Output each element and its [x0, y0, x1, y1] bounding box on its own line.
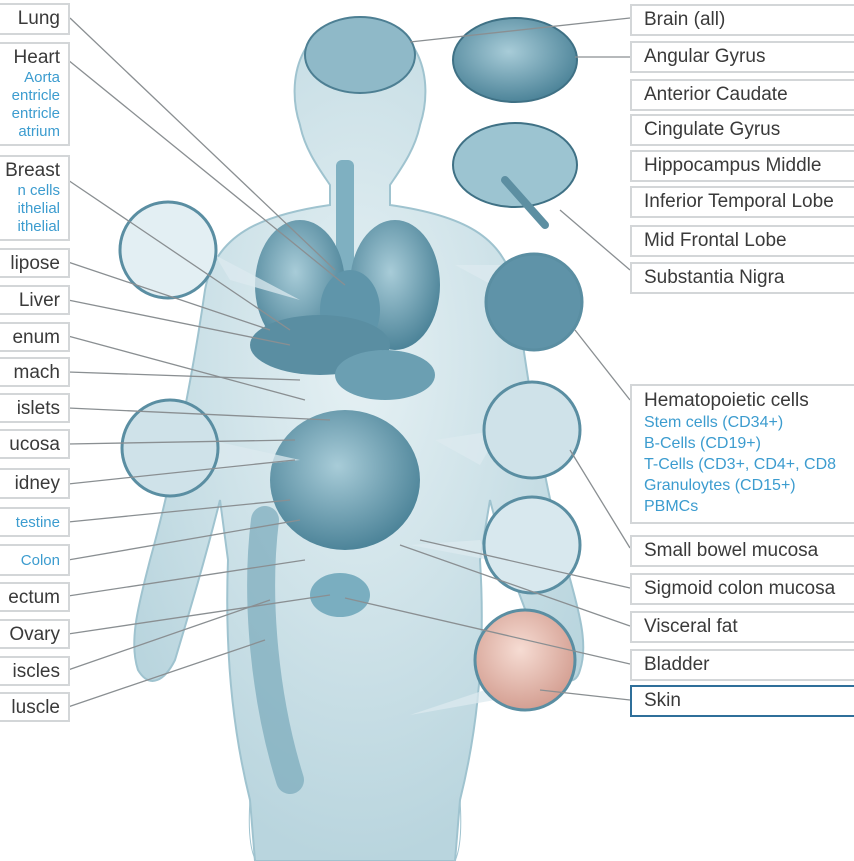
label-text: enum [0, 327, 60, 349]
label-text: Hematopoietic cells [644, 390, 854, 412]
label-sub: B-Cells (CD19+) [644, 433, 854, 454]
label-kidney[interactable]: idney [0, 468, 70, 499]
label-sub: entricle [0, 105, 60, 123]
label-text: Inferior Temporal Lobe [644, 191, 854, 213]
label-text: idney [0, 473, 60, 495]
label-text: Brain (all) [644, 9, 854, 31]
label-text: Ovary [0, 624, 60, 646]
label-text: Breast [0, 160, 60, 182]
label-sub: ithelial [0, 218, 60, 236]
label-inferior-temporal-lobe[interactable]: Inferior Temporal Lobe [630, 186, 854, 218]
label-breast[interactable]: Breast n cells ithelial ithelial [0, 155, 70, 241]
label-text: Colon [0, 552, 60, 570]
label-bladder[interactable]: Bladder [630, 649, 854, 681]
label-text: testine [0, 514, 60, 532]
label-hippocampus-middle[interactable]: Hippocampus Middle [630, 150, 854, 182]
label-text: Cingulate Gyrus [644, 119, 854, 141]
label-text: lipose [0, 253, 60, 275]
label-sub: Granuloytes (CD15+) [644, 475, 854, 496]
label-text: Bladder [644, 654, 854, 676]
label-text: Heart [0, 47, 60, 69]
label-small-bowel-mucosa[interactable]: Small bowel mucosa [630, 535, 854, 567]
colon-tissue-icon [484, 497, 580, 593]
label-text: Liver [0, 290, 60, 312]
label-adipose[interactable]: lipose [0, 248, 70, 278]
label-text: ectum [0, 587, 60, 609]
label-text: Substantia Nigra [644, 267, 854, 289]
label-angular-gyrus[interactable]: Angular Gyrus [630, 41, 854, 73]
label-ovary[interactable]: Ovary [0, 619, 70, 649]
skin-tissue-icon [475, 610, 575, 710]
label-sub: n cells [0, 182, 60, 200]
breast-tissue-icon [120, 202, 216, 298]
label-lung[interactable]: Lung [0, 3, 70, 35]
label-muscles[interactable]: iscles [0, 656, 70, 686]
label-skin[interactable]: Skin [630, 685, 854, 717]
label-muscle[interactable]: luscle [0, 692, 70, 722]
label-text: Lung [0, 8, 60, 30]
label-substantia-nigra[interactable]: Substantia Nigra [630, 262, 854, 294]
label-text: Sigmoid colon mucosa [644, 578, 854, 600]
brain-illustrations [453, 18, 577, 225]
label-text: Visceral fat [644, 616, 854, 638]
head-brain-icon [305, 17, 415, 93]
label-text: Skin [644, 690, 854, 712]
label-mucosa[interactable]: ucosa [0, 429, 70, 459]
label-text: ucosa [0, 434, 60, 456]
label-anterior-caudate[interactable]: Anterior Caudate [630, 79, 854, 111]
label-liver[interactable]: Liver [0, 285, 70, 315]
label-text: Anterior Caudate [644, 84, 854, 106]
label-islets[interactable]: islets [0, 393, 70, 423]
label-text: Small bowel mucosa [644, 540, 854, 562]
label-hematopoietic-cells[interactable]: Hematopoietic cells Stem cells (CD34+) B… [630, 384, 854, 524]
small-bowel-tissue-icon [484, 382, 580, 478]
label-text: iscles [0, 661, 60, 683]
label-rectum[interactable]: ectum [0, 582, 70, 612]
label-text: Angular Gyrus [644, 46, 854, 68]
label-sub: T-Cells (CD3+, CD4+, CD8 [644, 454, 854, 475]
label-text: mach [0, 362, 60, 384]
label-intestine[interactable]: testine [0, 507, 70, 537]
label-sub: atrium [0, 123, 60, 141]
label-sub: Stem cells (CD34+) [644, 412, 854, 433]
label-text: luscle [0, 697, 60, 719]
label-sub: PBMCs [644, 496, 854, 517]
label-mid-frontal-lobe[interactable]: Mid Frontal Lobe [630, 225, 854, 257]
label-sub: Aorta [0, 69, 60, 87]
label-cingulate-gyrus[interactable]: Cingulate Gyrus [630, 114, 854, 146]
label-heart[interactable]: Heart Aorta entricle entricle atrium [0, 42, 70, 146]
bone-marrow-tissue-icon [486, 254, 582, 350]
label-text: Mid Frontal Lobe [644, 230, 854, 252]
label-stomach[interactable]: mach [0, 357, 70, 387]
label-sigmoid-colon-mucosa[interactable]: Sigmoid colon mucosa [630, 573, 854, 605]
label-text: islets [0, 398, 60, 420]
label-duodenum[interactable]: enum [0, 322, 70, 352]
label-brain-all[interactable]: Brain (all) [630, 4, 854, 36]
label-sub: ithelial [0, 200, 60, 218]
label-colon[interactable]: Colon [0, 544, 70, 576]
label-text: Hippocampus Middle [644, 155, 854, 177]
label-sub: entricle [0, 87, 60, 105]
label-visceral-fat[interactable]: Visceral fat [630, 611, 854, 643]
